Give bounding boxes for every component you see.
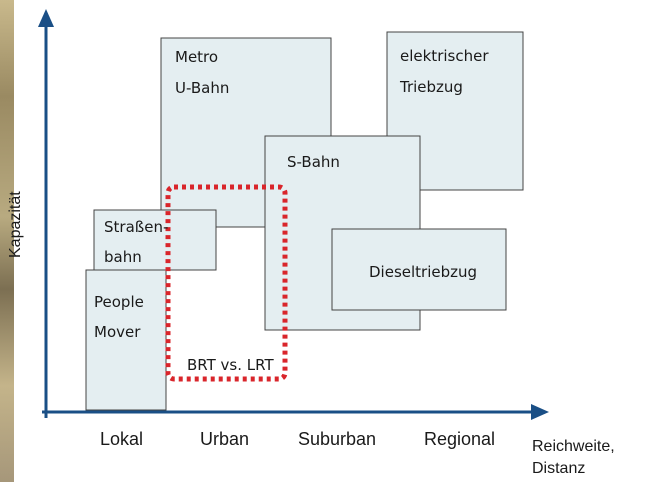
y-axis-title: Kapazität bbox=[7, 191, 24, 258]
x-tick-regional: Regional bbox=[424, 429, 495, 449]
people-mover-label-line1: People bbox=[94, 293, 144, 311]
dieseltriebzug-label: Dieseltriebzug bbox=[369, 263, 477, 281]
metro-label-line2: U-Bahn bbox=[175, 79, 229, 97]
brt-vs-lrt-highlight bbox=[165, 184, 288, 382]
region-strassenbahn bbox=[93, 209, 217, 271]
strassenbahn-label-line2: bahn bbox=[104, 248, 142, 266]
strassenbahn-label-line1: Straßen- bbox=[104, 218, 168, 236]
brt-vs-lrt-label: BRT vs. LRT bbox=[187, 356, 274, 374]
elektrischer-triebzug-label-line2: Triebzug bbox=[399, 78, 463, 96]
y-axis-arrow-icon bbox=[38, 9, 54, 27]
x-axis-title-line1: Reichweite, bbox=[532, 438, 615, 455]
x-axis-title-line2: Distanz bbox=[532, 460, 585, 477]
x-tick-suburban: Suburban bbox=[298, 429, 376, 449]
x-tick-urban: Urban bbox=[200, 429, 249, 449]
background-photo-strip bbox=[0, 0, 14, 482]
people-mover-label-line2: Mover bbox=[94, 323, 141, 341]
x-tick-lokal: Lokal bbox=[100, 429, 143, 449]
metro-label-line1: Metro bbox=[175, 48, 218, 66]
region-dieseltriebzug bbox=[331, 228, 507, 311]
s-bahn-label: S-Bahn bbox=[287, 153, 340, 171]
region-people-mover bbox=[85, 269, 167, 411]
elektrischer-triebzug-label-line1: elektrischer bbox=[400, 47, 489, 65]
x-axis-arrow-icon bbox=[531, 404, 549, 420]
